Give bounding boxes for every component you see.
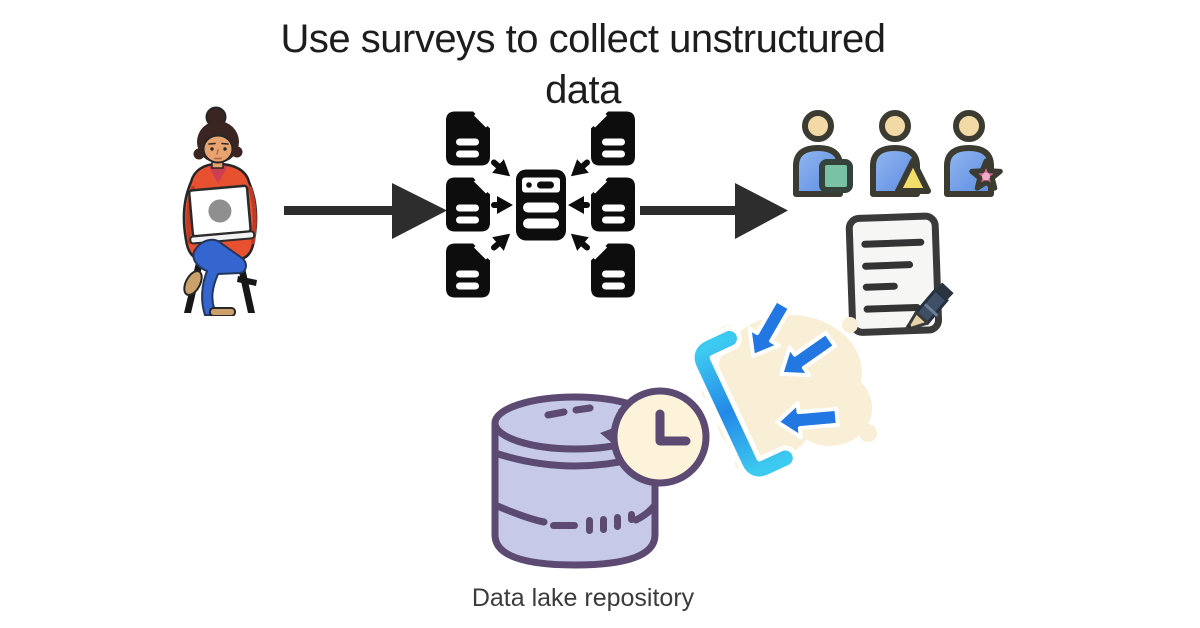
arrows-merge-icon	[690, 283, 890, 483]
documents-to-server-icon	[443, 106, 638, 304]
flow-arrow-2-icon	[640, 179, 790, 243]
user-triangle-badge-icon	[862, 106, 932, 198]
sandals	[183, 270, 236, 316]
pencil-icon	[904, 282, 954, 332]
square-badge	[819, 159, 853, 193]
inward-arrows	[491, 159, 590, 251]
triangle-badge	[895, 158, 931, 194]
clock-icon	[610, 387, 710, 487]
data-lake-icon	[490, 383, 710, 583]
jeans	[192, 238, 247, 316]
flow-arrow-1-icon	[284, 179, 450, 243]
form-lines	[861, 238, 925, 313]
server-icon	[516, 169, 566, 241]
user-square-badge-icon	[785, 106, 855, 198]
slide-title: Use surveys to collect unstructured data	[280, 17, 886, 113]
database-caption: Data lake repository	[471, 584, 695, 612]
head	[193, 106, 243, 169]
survey-form-icon	[841, 211, 960, 343]
user-star-badge-icon	[936, 106, 1006, 198]
bracket	[694, 330, 793, 477]
top-dashes	[544, 404, 594, 419]
woman-laptop-illustration	[160, 106, 280, 316]
laptop-icon	[188, 184, 256, 245]
bottom-dashes	[550, 511, 635, 534]
